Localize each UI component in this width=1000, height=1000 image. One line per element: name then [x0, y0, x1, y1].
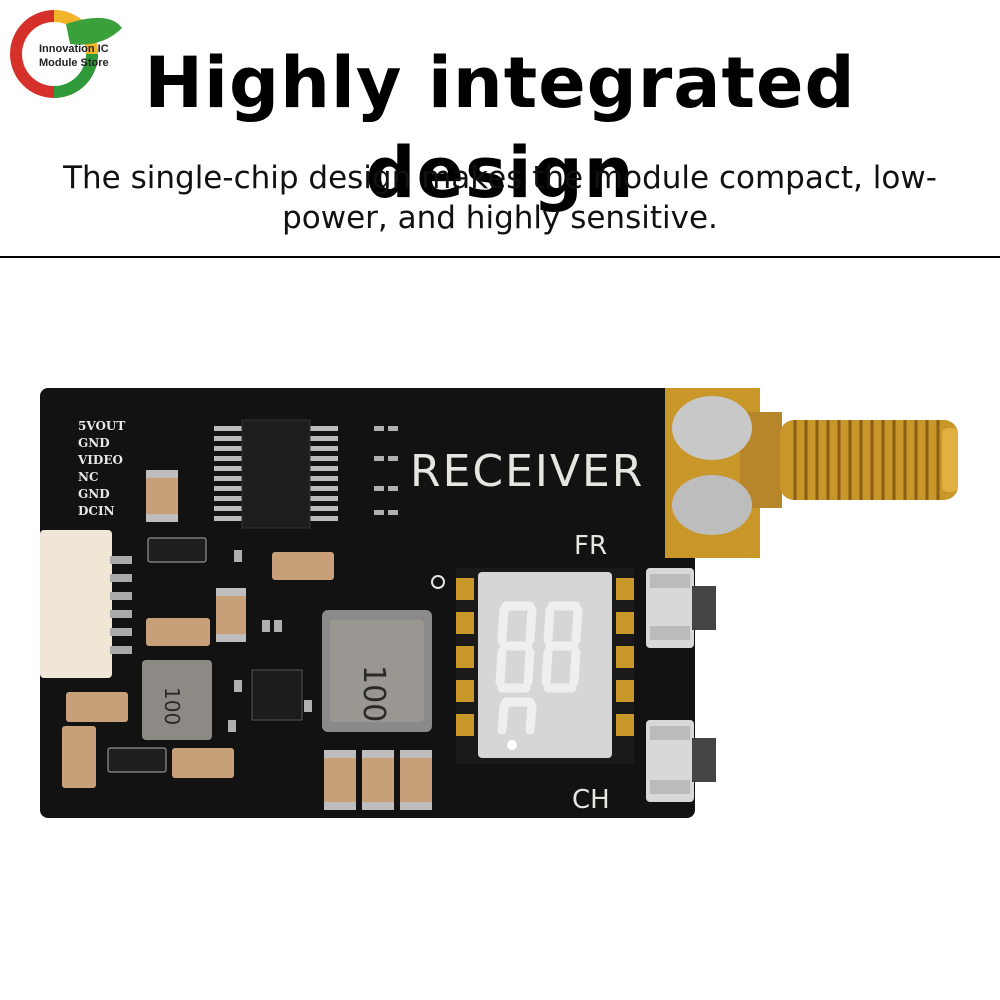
silk-ch: CH — [572, 785, 610, 815]
fr-button — [646, 568, 716, 648]
silk-receiver: RECEIVER — [410, 446, 644, 497]
power-inductor: 100 — [322, 610, 432, 732]
smd-capacitors — [62, 470, 432, 810]
silk-fr: FR — [574, 531, 607, 561]
inductor-marking: 100 — [356, 665, 391, 722]
logo-line1: Innovation IC — [39, 43, 109, 55]
pin-label-video: VIDEO — [77, 453, 123, 467]
ch-button — [646, 720, 716, 802]
pin-label-dcin: DCIN — [78, 504, 115, 518]
pin-label-gnd-2: GND — [78, 487, 110, 501]
qfn-chip — [251, 669, 303, 721]
receiver-module-photo: 5VOUT GND VIDEO NC GND DCIN RECEIVER FR — [40, 388, 958, 818]
leaf-icon — [66, 17, 122, 45]
sma-connector-icon — [672, 396, 958, 535]
pin-label-nc: NC — [78, 470, 99, 484]
page-title: Highly integrated design — [144, 42, 856, 214]
store-logo: Innovation IC Module Store — [10, 10, 122, 98]
pin-label-gnd-1: GND — [78, 436, 110, 450]
pin-label-5vout: 5VOUT — [78, 419, 125, 433]
main-ic-chip — [214, 419, 338, 529]
diode-top — [147, 537, 207, 563]
seven-segment-display — [456, 568, 634, 764]
smd-resistors — [228, 426, 398, 732]
small-inductor-marking: 100 — [160, 687, 184, 725]
diode-bottom — [107, 747, 167, 773]
divider — [0, 256, 1000, 258]
page-subtitle: The single-chip design makes the module … — [63, 160, 937, 236]
logo-line2: Module Store — [39, 57, 109, 69]
small-inductor: 100 — [142, 660, 212, 740]
pin-header-connector — [40, 530, 132, 678]
